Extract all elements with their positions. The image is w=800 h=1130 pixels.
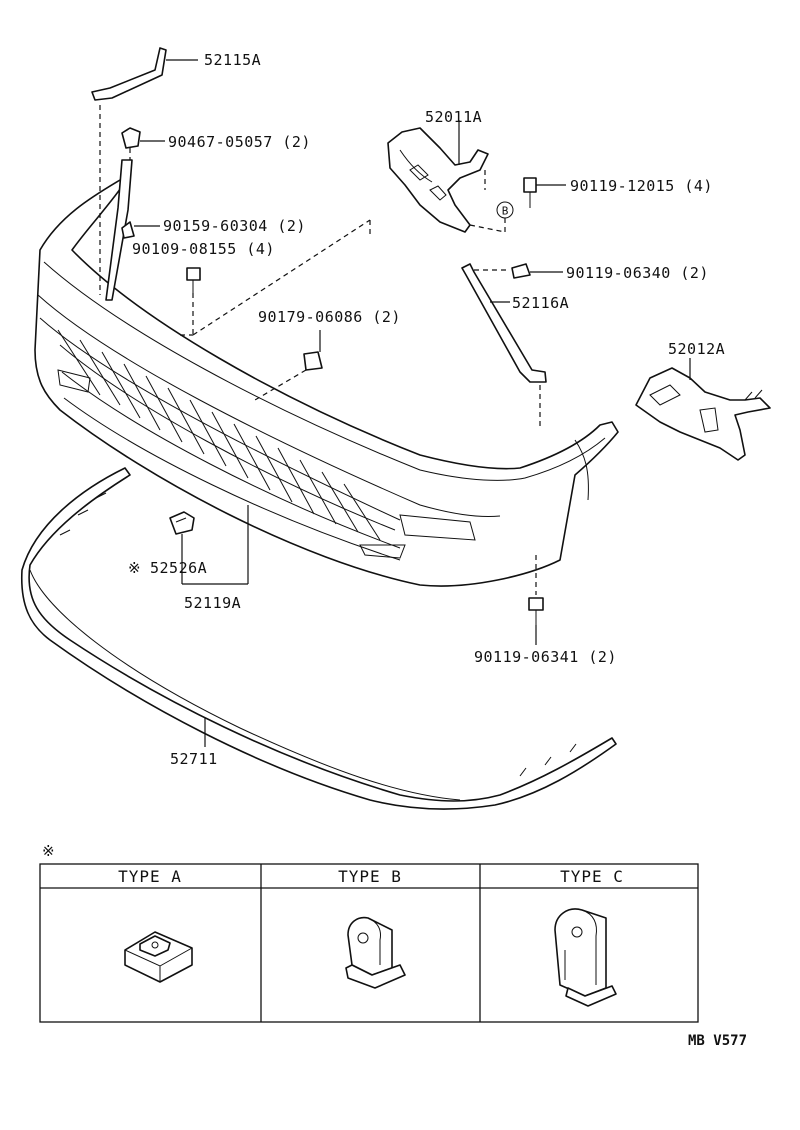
label-90119-12015: 90119-12015 (4) [570, 177, 713, 195]
bolt-90119-06341 [528, 597, 544, 645]
label-52012A: 52012A [668, 340, 725, 358]
clip-90467 [105, 127, 165, 301]
label-90159-60304: 90159-60304 (2) [163, 217, 306, 235]
label-90119-06340: 90119-06340 (2) [566, 264, 709, 282]
bumper-cover [34, 177, 619, 587]
label-90179-06086: 90179-06086 (2) [258, 308, 401, 326]
diagram-code: MB V577 [688, 1033, 747, 1049]
bolt-90119-12015 [523, 177, 566, 208]
label-52119A: 52119A [184, 594, 241, 612]
table-note-mark: ※ [42, 842, 55, 860]
lower-spoiler [20, 467, 617, 810]
bracket-52011A [387, 120, 506, 233]
label-52526A: 52526A [150, 559, 207, 577]
label-90119-06341: 90119-06341 (2) [474, 648, 617, 666]
bolt-90119-06340 [511, 263, 563, 279]
type-c-clip-drawing [554, 908, 617, 1007]
label-52116A: 52116A [512, 294, 569, 312]
label-90109-08155: 90109-08155 (4) [132, 240, 275, 258]
header-type-c: TYPE C [560, 867, 624, 886]
bracket-52115A [91, 47, 198, 295]
header-type-a: TYPE A [118, 867, 182, 886]
clip-52526A [169, 511, 195, 535]
part-labels: 52115A 90467-05057 (2) 52011A 90119-1201… [128, 51, 725, 768]
label-52011A: 52011A [425, 108, 482, 126]
label-52711: 52711 [170, 750, 218, 768]
table-frame [39, 863, 699, 1023]
bolt-90109 [180, 219, 371, 336]
label-52115A: 52115A [204, 51, 261, 69]
header-type-b: TYPE B [338, 867, 402, 886]
reference-mark: ※ [128, 559, 141, 577]
clip-types-table: ※ TYPE A TYPE B TYPE C [39, 842, 699, 1023]
stay-52116A [461, 263, 547, 595]
type-a-clip-drawing [124, 931, 193, 983]
circle-b-label: B [502, 205, 509, 218]
type-b-clip-drawing [345, 916, 406, 989]
clip-90179 [254, 330, 323, 401]
bracket-52012A [635, 358, 771, 461]
circle-b-mark: B [496, 201, 514, 219]
screw-90159 [121, 221, 160, 239]
label-90467-05057: 90467-05057 (2) [168, 133, 311, 151]
